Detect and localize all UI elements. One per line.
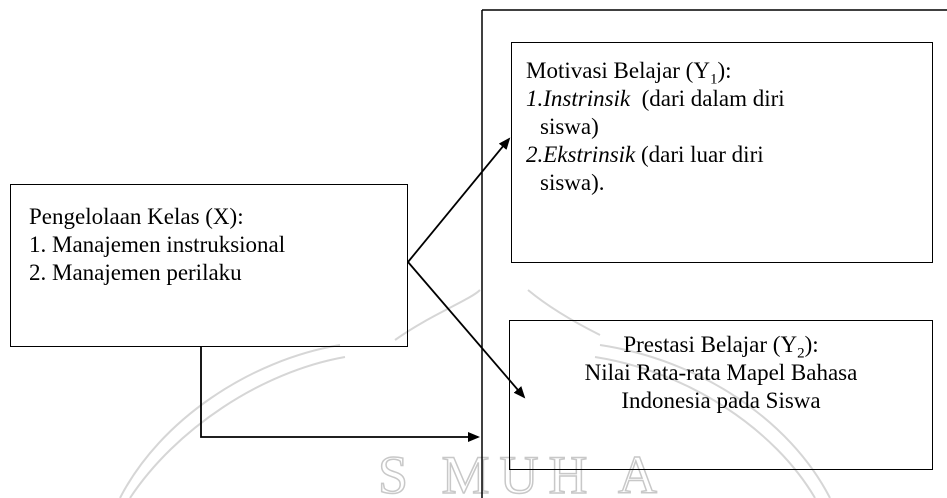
box-y1-item-2-cont: siswa).	[540, 170, 605, 195]
box-pengelolaan-kelas: Pengelolaan Kelas (X): 1. Manajemen inst…	[10, 184, 408, 347]
box-y2-line-2: Nilai Rata-rata Mapel Bahasa	[584, 360, 858, 385]
box-y2-line-3: Indonesia pada Siswa	[621, 388, 821, 413]
box-y1-item-2: 2.Ekstrinsik (dari luar diri	[526, 142, 764, 167]
box-x-item-2: 2. Manajemen perilaku	[29, 260, 242, 285]
box-prestasi-belajar: Prestasi Belajar (Y2): Nilai Rata-rata M…	[509, 320, 933, 470]
box-motivasi-belajar: Motivasi Belajar (Y1): 1.Instrinsik (dar…	[511, 42, 933, 263]
box-y1-item-1: 1.Instrinsik (dari dalam diri	[526, 86, 785, 111]
arrow-x-to-y2	[407, 261, 526, 399]
box-x-item-1: 1. Manajemen instruksional	[29, 232, 286, 257]
arrow-x-to-frame	[200, 347, 480, 442]
box-y1-title: Motivasi Belajar (Y1):	[526, 58, 732, 88]
box-x-title: Pengelolaan Kelas (X):	[29, 204, 244, 229]
box-y1-item-1-cont: siswa)	[540, 114, 599, 139]
arrow-x-to-y1	[407, 137, 511, 263]
box-y2-title: Prestasi Belajar (Y2):	[623, 332, 819, 362]
